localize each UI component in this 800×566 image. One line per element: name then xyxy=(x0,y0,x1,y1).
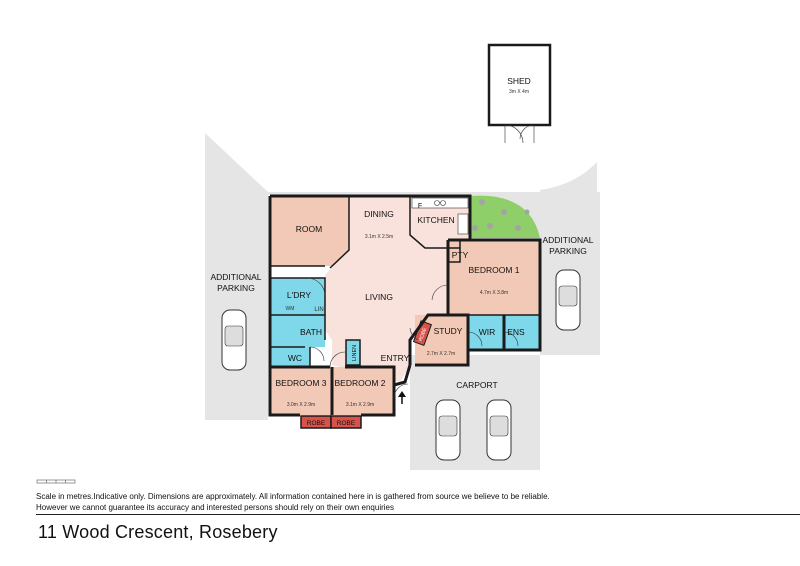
fridge-label: F xyxy=(418,203,422,210)
outdoor-area-right xyxy=(540,162,597,355)
wc-fill xyxy=(270,347,310,367)
shed-room xyxy=(487,43,552,127)
bedroom3-label: BEDROOM 3 xyxy=(275,378,326,388)
entry-arrow-icon xyxy=(398,391,406,404)
bedroom3-dims: 3.0m X 2.9m xyxy=(287,402,315,408)
kitchen-fixtures xyxy=(411,197,469,235)
room-label: ROOM xyxy=(296,224,322,234)
parking-left-label-line1: ADDITIONAL xyxy=(210,272,261,282)
dining-dims: 3.1m X 2.5m xyxy=(365,234,393,240)
living-label: LIVING xyxy=(365,292,393,302)
wm-label: WM xyxy=(286,306,295,312)
bedroom1-label: BEDROOM 1 xyxy=(468,265,519,275)
robe3-label: ROBE xyxy=(307,420,326,427)
bedroom1-dims: 4.7m X 3.8m xyxy=(480,290,508,296)
entry-label: ENTRY xyxy=(381,353,410,363)
laundry-fill xyxy=(270,278,325,315)
car-icon xyxy=(486,399,512,461)
car-icon xyxy=(435,399,461,461)
living-area-fill xyxy=(325,196,470,382)
bedroom2-label: BEDROOM 2 xyxy=(334,378,385,388)
outdoor-area-left xyxy=(205,133,268,420)
bedroom3-fill xyxy=(270,367,332,415)
property-address: 11 Wood Crescent, Rosebery xyxy=(38,522,278,542)
bath-label: BATH xyxy=(300,327,322,337)
shed-dims: 3m X 4m xyxy=(509,89,529,95)
shed-label: SHED xyxy=(507,76,531,86)
parking-left-label-line2: PARKING xyxy=(217,283,255,293)
bedroom1-fill xyxy=(448,240,540,315)
study-dims: 2.7m X 2.7m xyxy=(427,351,455,357)
walls xyxy=(268,194,542,417)
shed-door-left xyxy=(504,124,524,144)
laundry-label: L'DRY xyxy=(287,290,311,300)
study-label: STUDY xyxy=(434,326,463,336)
linen-label: LINEN xyxy=(352,345,358,361)
wir-label: WIR xyxy=(479,327,496,337)
kitchen-label: KITCHEN xyxy=(417,215,454,225)
car-icon xyxy=(221,309,247,371)
ens-fill xyxy=(504,315,540,350)
door-swings xyxy=(306,277,519,399)
pantry-label: PTY xyxy=(452,250,469,260)
shed-door-right xyxy=(519,124,535,143)
ens-label: ENS xyxy=(507,327,525,337)
bath-fill xyxy=(270,315,325,347)
dining-label: DINING xyxy=(364,209,394,219)
bedroom2-dims: 3.1m X 2.9m xyxy=(346,402,374,408)
linen-fill xyxy=(346,340,360,365)
parking-right-label-line2: PARKING xyxy=(549,246,587,256)
wir-fill xyxy=(468,315,504,350)
robe2-fill xyxy=(330,415,362,429)
bedroom2-fill xyxy=(332,367,394,415)
lin-label: LIN xyxy=(314,307,323,313)
wc-label: WC xyxy=(288,353,302,363)
room-fill xyxy=(270,196,349,266)
scale-bar xyxy=(36,479,76,484)
carport-label: CARPORT xyxy=(456,380,497,390)
car-icon xyxy=(555,269,581,331)
robe2-label: ROBE xyxy=(337,420,356,427)
parking-right-label-line1: ADDITIONAL xyxy=(542,235,593,245)
garden-plants xyxy=(472,199,530,231)
divider xyxy=(36,514,800,515)
disclaimer-text: Scale in metres.Indicative only. Dimensi… xyxy=(36,492,550,512)
study-robe-label: ROBE xyxy=(418,326,429,342)
carport-area xyxy=(410,355,540,470)
